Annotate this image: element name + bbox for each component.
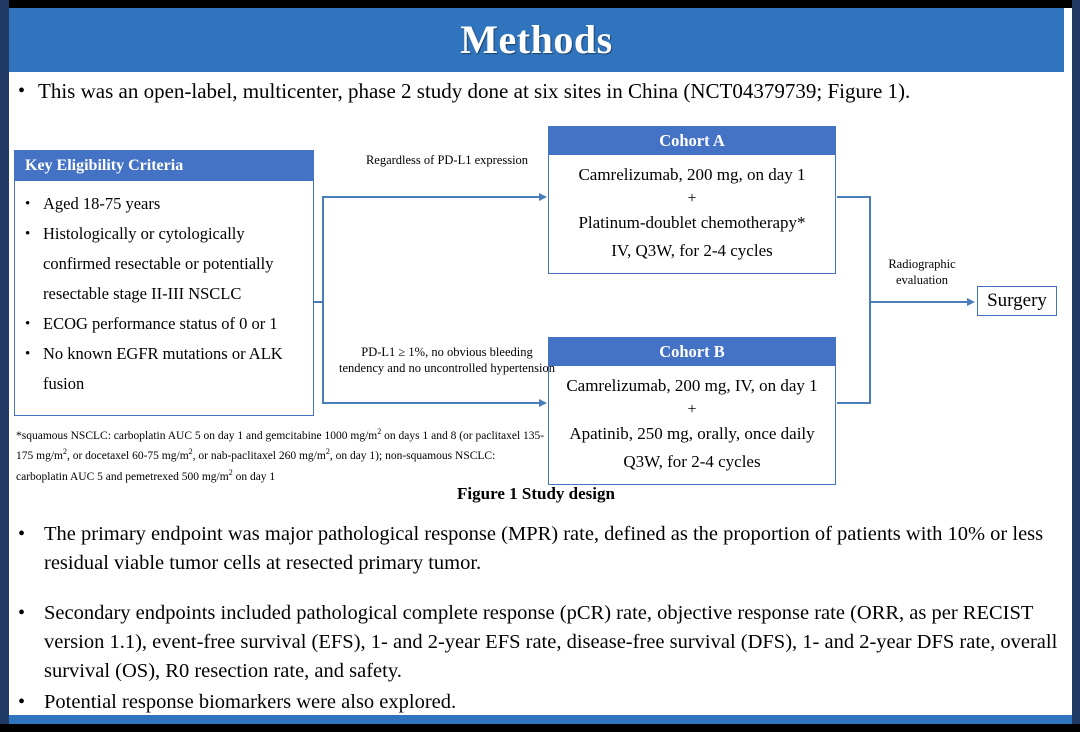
cohort-a-box: Cohort A Camrelizumab, 200 mg, on day 1 … [548,126,836,274]
connector-line-from-cohort-b [837,402,870,404]
arrowhead-icon [967,297,975,306]
endpoint-primary-text: The primary endpoint was major pathologi… [44,523,1044,574]
connector-line-from-cohort-a [837,196,870,198]
cohort-b-line-2: Apatinib, 250 mg, orally, once daily [569,424,815,443]
list-item: • ECOG performance status of 0 or 1 [25,309,307,339]
cohort-b-box: Cohort B Camrelizumab, 200 mg, IV, on da… [548,337,836,485]
connector-label-surgery: Radiographic evaluation [888,257,956,287]
cohort-b-body: Camrelizumab, 200 mg, IV, on day 1 + Apa… [549,366,835,484]
figure-caption: Figure 1 Study design [457,484,615,503]
title-banner: Methods [9,8,1064,72]
cohort-a-body: Camrelizumab, 200 mg, on day 1 + Platinu… [549,155,835,273]
cohort-b-header: Cohort B [549,338,835,366]
connector-line-to-cohort-b [322,402,540,404]
footnote-seg-6: on day 1 [232,470,276,483]
bullet-marker-icon: • [25,196,31,212]
footnote-sup: 2 [228,467,233,477]
eligibility-item-text: Histologically or cytologically confirme… [43,224,274,303]
connector-vertical-right [869,196,871,404]
cohort-a-plus: + [687,190,697,207]
connector-line-to-surgery [869,301,969,303]
bullet-marker-icon: • [18,523,26,545]
connector-stem-line [314,301,323,303]
footer-bar [9,715,1072,724]
footnote-seg-1: *squamous NSCLC: carboplatin AUC 5 on da… [16,429,378,442]
footnote-sup: 2 [62,447,67,457]
connector-line-to-cohort-a [322,196,540,198]
connector-label-cohort-a: Regardless of PD-L1 expression [365,153,529,167]
footnote-seg-3: , or docetaxel 60-75 mg/m [66,450,189,463]
biomarker-text: Potential response biomarkers were also … [44,691,457,713]
arrowhead-icon [539,398,547,407]
footnote-seg-2: on days 1 and 8 (or paclitaxel 135-175 m… [16,429,545,463]
chemotherapy-footnote: *squamous NSCLC: carboplatin AUC 5 on da… [16,424,546,485]
list-item: • No known EGFR mutations or ALK fusion [25,339,307,399]
intro-bullet-text: This was an open-label, multicenter, pha… [38,79,911,103]
endpoint-bullet-secondary: • Secondary endpoints included pathologi… [18,599,1058,686]
bullet-marker-icon: • [25,316,31,332]
bullet-marker-icon: • [18,691,26,713]
list-item: • Aged 18-75 years [25,189,307,219]
eligibility-item-text: ECOG performance status of 0 or 1 [43,314,278,333]
footnote-seg-5: , on day 1); non-squamous NSCLC: carbopl… [16,450,496,483]
left-edge-strip [0,0,9,732]
intro-bullet: • This was an open-label, multicenter, p… [18,78,1048,105]
list-item: • Histologically or cytologically confir… [25,219,307,309]
footnote-sup: 2 [188,447,193,457]
eligibility-header: Key Eligibility Criteria [15,151,313,181]
bullet-marker-icon: • [18,80,26,102]
biomarker-bullet: • Potential response biomarkers were als… [18,688,918,717]
right-edge-strip [1072,0,1080,732]
eligibility-box: Key Eligibility Criteria • Aged 18-75 ye… [14,150,314,416]
cohort-a-header: Cohort A [549,127,835,155]
connector-label-cohort-b: PD-L1 ≥ 1%, no obvious bleeding tendency… [339,345,555,375]
footnote-sup: 2 [325,447,330,457]
connector-vertical-left [322,196,324,404]
endpoint-bullet-primary: • The primary endpoint was major patholo… [18,520,1054,578]
bullet-marker-icon: • [25,226,31,242]
eligibility-list: • Aged 18-75 years • Histologically or c… [15,181,313,403]
endpoint-secondary-text: Secondary endpoints included pathologica… [44,602,1058,682]
cohort-a-line-3: IV, Q3W, for 2-4 cycles [611,241,773,260]
cohort-a-line-2: Platinum-doublet chemotherapy* [578,213,806,232]
bullet-marker-icon: • [25,346,31,362]
bullet-marker-icon: • [18,602,26,624]
cohort-b-line-1: Camrelizumab, 200 mg, IV, on day 1 [566,376,818,395]
eligibility-item-text: Aged 18-75 years [43,194,161,213]
bottom-margin [0,724,1080,732]
footnote-seg-4: , or nab-paclitaxel 260 mg/m [192,450,326,463]
cohort-a-line-1: Camrelizumab, 200 mg, on day 1 [578,165,806,184]
page-title: Methods [460,17,613,62]
surgery-box: Surgery [977,286,1057,316]
arrowhead-icon [539,192,547,201]
footnote-sup: 2 [377,427,382,436]
cohort-b-plus: + [687,401,697,418]
cohort-b-line-3: Q3W, for 2-4 cycles [623,452,761,471]
eligibility-item-text: No known EGFR mutations or ALK fusion [43,344,283,393]
